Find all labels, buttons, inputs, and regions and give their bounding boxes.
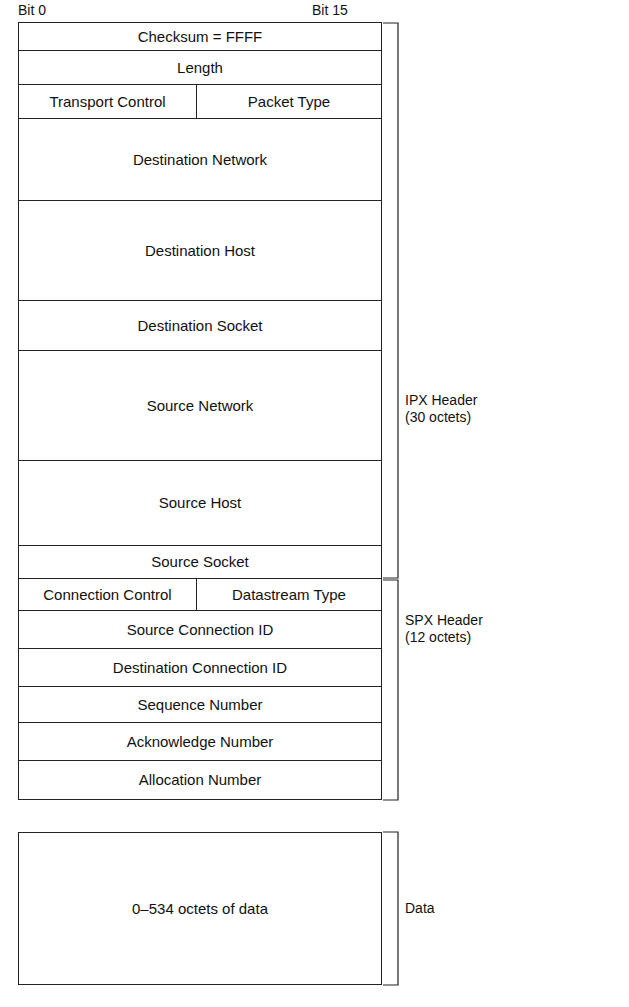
datastream-type-field: Datastream Type (196, 578, 382, 611)
connection-control-field: Connection Control (18, 578, 197, 611)
transport-control-field: Transport Control (18, 84, 197, 119)
source-host-field: Source Host (18, 460, 382, 546)
field-name: Sequence Number (133, 696, 266, 713)
length-field: Length (18, 50, 382, 85)
field-name: Destination Connection ID (109, 659, 291, 676)
field-name: Destination Socket (133, 317, 266, 334)
destination-host-field: Destination Host (18, 200, 382, 301)
field-name: Allocation Number (135, 771, 266, 788)
field-name: Source Network (143, 397, 258, 414)
field-name: Source Host (155, 494, 246, 511)
field-name: Transport Control (45, 93, 169, 110)
packet-type-field: Packet Type (196, 84, 382, 119)
bit-label: Bit 0 (18, 2, 98, 19)
source-connection-id-field: Source Connection ID (18, 610, 382, 649)
spx-bracket (383, 580, 398, 800)
field-name: Length (173, 59, 227, 76)
allocation-number-field: Allocation Number (18, 760, 382, 800)
data-field: 0–534 octets of data (18, 832, 382, 985)
ipx-bracket (383, 23, 398, 578)
field-name: Destination Network (129, 151, 271, 168)
section-label: IPX Header (30 octets) (405, 392, 497, 426)
destination-socket-field: Destination Socket (18, 300, 382, 351)
source-socket-field: Source Socket (18, 545, 382, 579)
field-name: Destination Host (141, 242, 259, 259)
source-network-field: Source Network (18, 350, 382, 461)
sequence-number-field: Sequence Number (18, 686, 382, 723)
field-name: Source Socket (147, 553, 253, 570)
field-name: Packet Type (244, 93, 334, 110)
field-name: Datastream Type (228, 586, 350, 603)
field-name: Source Connection ID (123, 621, 278, 638)
section-label: Data (405, 900, 497, 917)
section-label: SPX Header (12 octets) (405, 612, 497, 646)
field-name: Acknowledge Number (123, 733, 278, 750)
bit-label: Bit 15 (312, 2, 392, 19)
destination-connection-id-field: Destination Connection ID (18, 648, 382, 687)
field-name: Checksum = FFFF (134, 28, 267, 45)
checksum-field: Checksum = FFFF (18, 22, 382, 51)
field-name: 0–534 octets of data (128, 900, 272, 917)
acknowledge-number-field: Acknowledge Number (18, 722, 382, 761)
destination-network-field: Destination Network (18, 118, 382, 201)
data-bracket (383, 832, 398, 985)
field-name: Connection Control (39, 586, 175, 603)
